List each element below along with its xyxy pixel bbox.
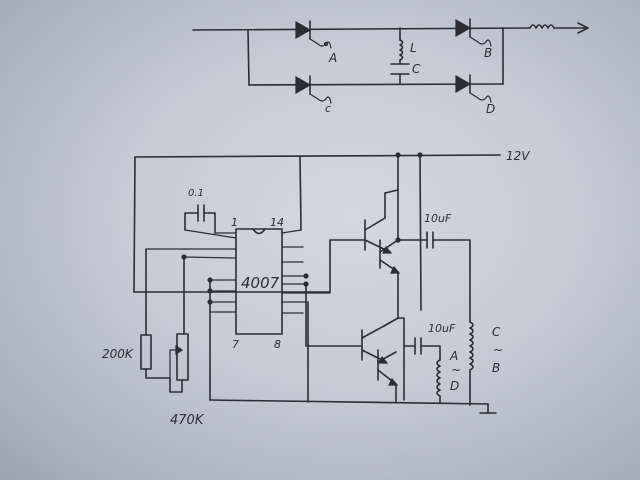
- label-pin-7: 7: [232, 338, 239, 351]
- label-thyristor-d: D: [486, 102, 495, 116]
- label-thyristor-a: A: [328, 51, 337, 65]
- label-thyristor-b: B: [484, 46, 492, 60]
- ic-4007: 4007: [145, 228, 331, 335]
- label-capacitor-10uf-upper: 10uF: [424, 212, 452, 225]
- capacitor-10uf-lower: [403, 337, 441, 361]
- thyristor-a: [295, 20, 332, 49]
- capacitor-c: [390, 63, 410, 75]
- label-coil-d: D: [450, 379, 459, 393]
- label-coil-tilde-2: ~: [451, 363, 461, 377]
- resistor-200k: [140, 248, 171, 379]
- label-capacitor-10uf-lower: 10uF: [428, 322, 456, 335]
- transistor-upper: [364, 189, 401, 274]
- label-thyristor-c: c: [325, 102, 331, 115]
- ic-label: 4007: [241, 274, 280, 292]
- driver-circuit: 4007: [102, 149, 530, 428]
- ic-notch: [252, 228, 266, 235]
- label-pin-14: 14: [270, 216, 284, 229]
- label-inductor-l: L: [410, 41, 417, 55]
- label-coil-a: A: [449, 349, 458, 363]
- output-arrow-icon: [577, 22, 589, 34]
- output-node-wire: [397, 271, 405, 401]
- left-supply-wire: [133, 156, 136, 293]
- ground-rail-wire: [209, 399, 489, 405]
- bridge-left-wire: [247, 29, 250, 86]
- ground-symbol-icon: [479, 403, 497, 414]
- label-pin-1: 1: [231, 216, 238, 229]
- label-pin-8: 8: [274, 338, 281, 351]
- lower-base-wire: [305, 283, 363, 347]
- label-supply-voltage: 12V: [506, 149, 530, 163]
- thyristor-d: [455, 74, 492, 103]
- potentiometer-470k: [169, 256, 189, 393]
- right-supply-wire: [419, 154, 422, 311]
- output-coil: [529, 24, 586, 29]
- capacitor-10uf-upper: [426, 231, 471, 323]
- feedback-wire: [133, 239, 366, 293]
- inductor-l: [399, 39, 404, 61]
- supply-rail-wire: [134, 154, 501, 158]
- pin14-supply-wire: [299, 155, 302, 231]
- coil-cb: [469, 321, 474, 406]
- label-coil-tilde-1: ~: [493, 343, 503, 357]
- label-capacitor-c: C: [412, 62, 421, 76]
- coil-ad: [436, 359, 441, 403]
- label-resistor-200k: 200K: [102, 347, 134, 361]
- transistor-lower: [361, 317, 399, 403]
- top-rail-wire: [192, 27, 531, 31]
- thyristor-c: [295, 75, 332, 104]
- label-potentiometer-470k: 470K: [170, 413, 205, 428]
- label-coil-b: B: [492, 361, 500, 375]
- label-coil-c: C: [492, 325, 501, 339]
- label-capacitor-0-1: 0.1: [188, 188, 204, 199]
- capacitor-0-1: [184, 204, 216, 234]
- top-bridge-circuit: A B c D L C: [192, 18, 589, 116]
- thyristor-b: [455, 18, 492, 47]
